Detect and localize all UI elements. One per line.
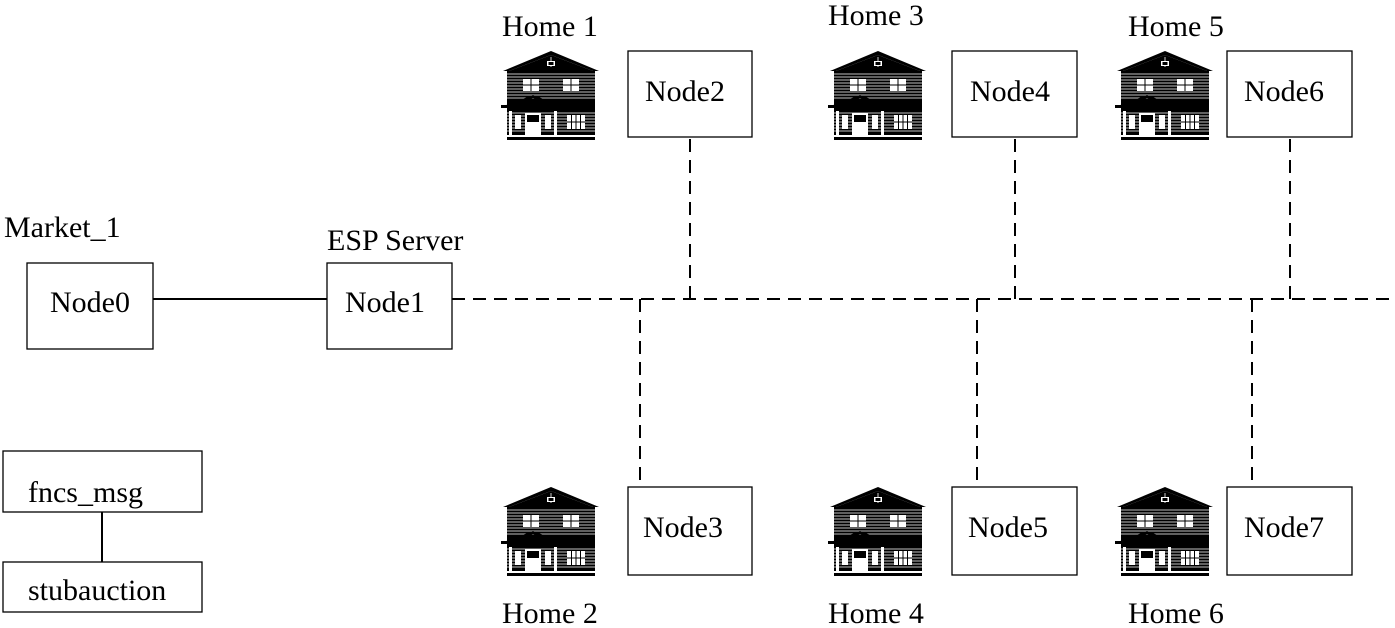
esp-title: ESP Server: [327, 224, 463, 257]
home-4: Node5 Home 4: [827, 486, 1078, 628]
esp-node-label: Node1: [345, 286, 425, 319]
connection-lines: [101, 139, 1390, 562]
node-box: [627, 50, 753, 138]
home-title: Home 3: [828, 0, 924, 32]
node-label: Node2: [645, 75, 725, 108]
home-title: Home 1: [502, 10, 598, 43]
node-box: [951, 50, 1078, 138]
legend-stub-box: [2, 561, 203, 613]
home-title: Home 5: [1128, 10, 1224, 43]
node-box: [1226, 50, 1353, 138]
house-icon: [500, 50, 600, 141]
node-label: Node4: [970, 75, 1050, 108]
node-box: [951, 486, 1078, 576]
market-node-box: [26, 262, 154, 350]
home-6: Node7 Home 6: [1114, 486, 1353, 628]
home-2: Node3 Home 2: [500, 486, 753, 628]
home-3: Home 3 Node4: [827, 0, 1078, 141]
home-title: Home 4: [828, 597, 924, 628]
legend-fncs-box: [2, 450, 203, 513]
market-node-label: Node0: [50, 286, 130, 319]
node-label: Node3: [643, 511, 723, 544]
home-1: Home 1 Node2: [500, 10, 753, 141]
esp-node-box: [326, 262, 453, 350]
home-5: Home 5 Node6: [1114, 10, 1353, 141]
node-box: [627, 486, 753, 576]
home-title: Home 2: [502, 597, 598, 628]
home-title: Home 6: [1128, 597, 1224, 628]
market-title: Market_1: [4, 211, 121, 244]
node-label: Node7: [1244, 511, 1324, 544]
house-icon: [827, 50, 927, 141]
house-icon: [1114, 486, 1214, 577]
node-box: [1226, 486, 1353, 576]
house-icon: [500, 486, 600, 577]
legend-fncs-label: fncs_msg: [28, 476, 143, 509]
house-icon: [1114, 50, 1214, 141]
legend-stub-label: stubauction: [28, 574, 166, 607]
house-icon: [827, 486, 927, 577]
node-label: Node5: [968, 511, 1048, 544]
node-label: Node6: [1244, 75, 1324, 108]
